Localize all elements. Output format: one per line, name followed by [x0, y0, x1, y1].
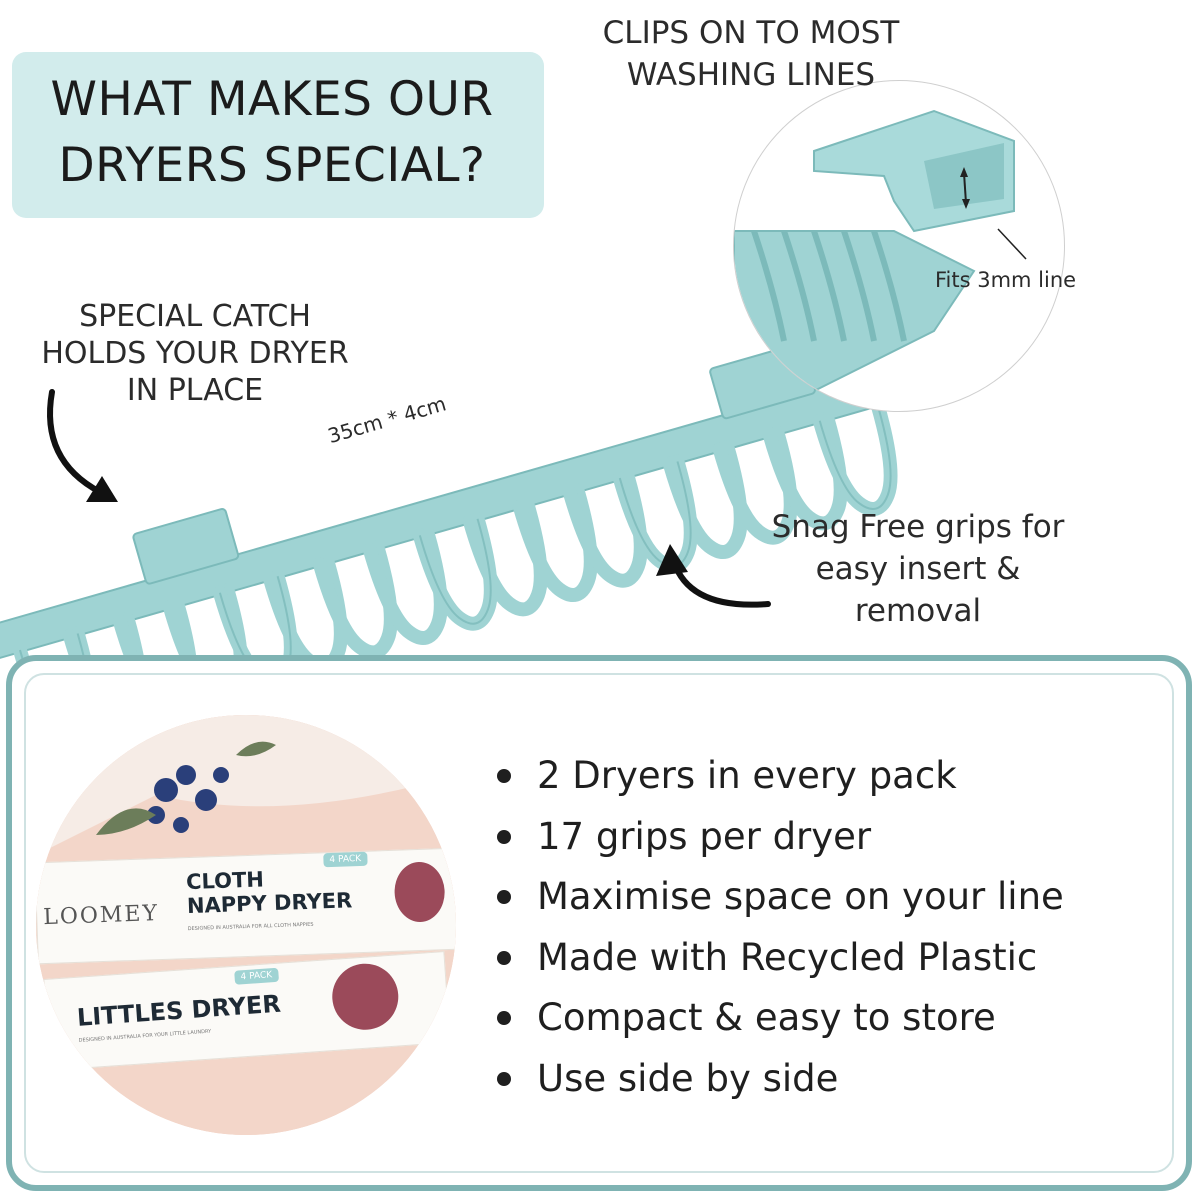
grips-callout-line-2: easy insert &	[815, 551, 1021, 587]
feature-text: Maximise space on your line	[537, 875, 1064, 918]
product-image-thumb	[393, 861, 446, 923]
box1-subtitle: DESIGNED IN AUSTRALIA FOR ALL CLOTH NAPP…	[187, 921, 314, 933]
feature-text: 17 grips per dryer	[537, 814, 872, 858]
box2-title: LITTLES DRYER	[76, 989, 282, 1032]
catch-callout-line-3: IN PLACE	[126, 373, 264, 408]
brand-logo: LOOMEY	[42, 901, 160, 931]
curved-arrow-icon	[47, 389, 118, 502]
feature-item: 17 grips per dryer	[497, 813, 1064, 874]
headline-line-1: WHAT MAKES OUR	[50, 72, 494, 127]
product-image-thumb	[330, 961, 401, 1032]
feature-item: 2 Dryers in every pack	[497, 752, 1064, 813]
bullet-dot-icon	[497, 1071, 511, 1086]
bullet-dot-icon	[497, 950, 511, 965]
grips-callout-line-1: Snag Free grips for	[771, 509, 1065, 545]
feature-text: Use side by side	[537, 1056, 839, 1100]
box1-tag: 4 PACK	[323, 851, 368, 868]
headline-box	[12, 52, 544, 218]
grips-callout-line-3: removal	[854, 593, 982, 629]
bullet-dot-icon	[497, 769, 511, 783]
clip-zoom-circle	[733, 80, 1065, 412]
clip-detail-illustration	[734, 109, 1027, 411]
box1-title-line-1: CLOTH	[185, 867, 265, 895]
fits-line-label: Fits 3mm line	[935, 268, 1077, 292]
product-photo: LOOMEY CLOTH NAPPY DRYER 4 PACK DESIGNED…	[36, 715, 456, 1135]
clip-callout-line-2: WASHING LINES	[626, 57, 876, 93]
features-list: 2 Dryers in every pack 17 grips per drye…	[497, 752, 1064, 1115]
box1-title-line-2: NAPPY DRYER	[186, 888, 353, 919]
box2-tag: 4 PACK	[234, 967, 279, 985]
bullet-dot-icon	[497, 1011, 511, 1025]
features-panel-inner	[24, 673, 1174, 1173]
box2-subtitle: DESIGNED IN AUSTRALIA FOR YOUR LITTLE LA…	[78, 1028, 212, 1044]
catch-callout: SPECIAL CATCH HOLDS YOUR DRYER IN PLACE	[30, 298, 360, 409]
clip-callout-line-1: CLIPS ON TO MOST	[602, 15, 900, 51]
feature-item: Use side by side	[497, 1055, 1064, 1116]
product-box-nappy: LOOMEY CLOTH NAPPY DRYER 4 PACK DESIGNED…	[36, 847, 456, 965]
curved-arrow-icon	[656, 544, 771, 608]
feature-text: 2 Dryers in every pack	[537, 754, 957, 797]
grips-callout: Snag Free grips for easy insert & remova…	[748, 506, 1088, 632]
feature-text: Made with Recycled Plastic	[537, 935, 1038, 979]
feature-text: Compact & easy to store	[537, 996, 996, 1039]
clip-callout: CLIPS ON TO MOST WASHING LINES	[596, 12, 906, 96]
headline-line-2: DRYERS SPECIAL?	[58, 138, 486, 193]
catch-callout-line-2: HOLDS YOUR DRYER	[41, 336, 349, 371]
feature-item: Maximise space on your line	[497, 873, 1064, 934]
feature-item: Compact & easy to store	[497, 994, 1064, 1055]
bullet-dot-icon	[497, 890, 511, 904]
bullet-dot-icon	[497, 829, 511, 844]
feature-item: Made with Recycled Plastic	[497, 934, 1064, 995]
catch-callout-line-1: SPECIAL CATCH	[79, 299, 311, 334]
